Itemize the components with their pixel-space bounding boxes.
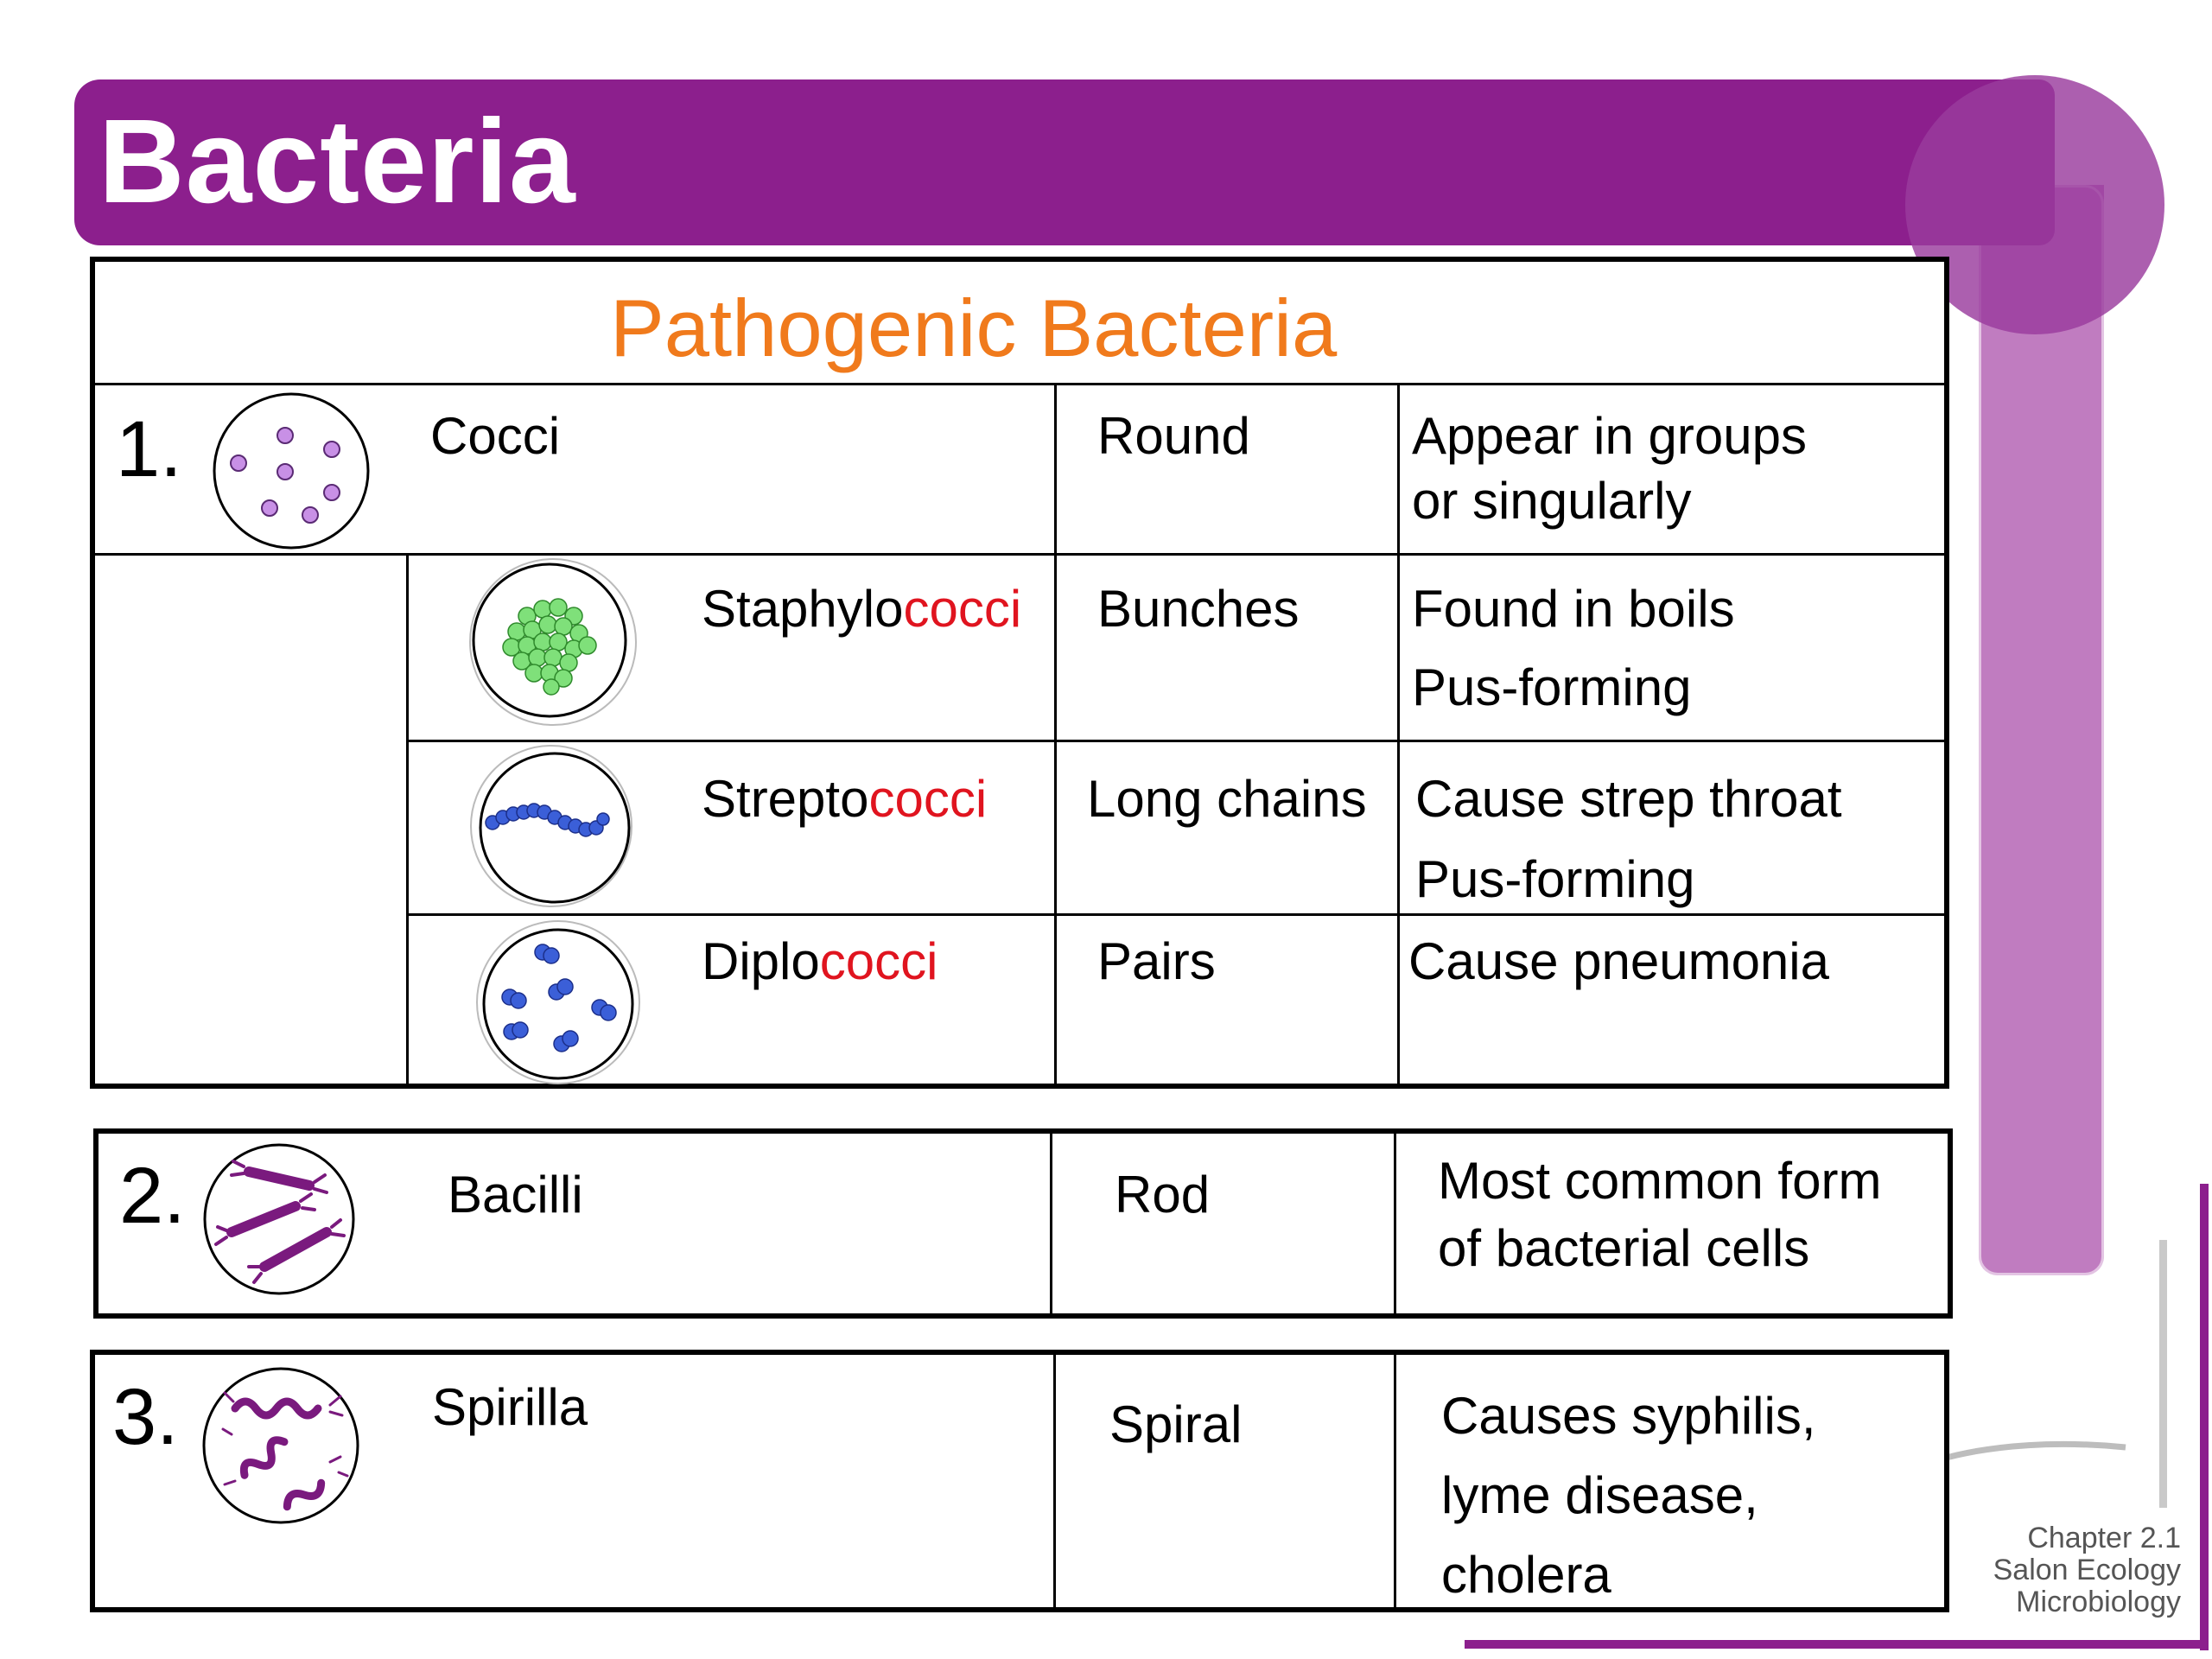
column-divider [1394,1131,1396,1316]
bacilli-icon [203,1143,355,1295]
bacteria-name: Staphylococci [702,580,1022,638]
row-number: 3. [112,1373,179,1461]
row-number: 1. [116,405,182,493]
column-divider [1394,1352,1396,1610]
row-divider [92,383,1947,385]
bacteria-description: Causes syphilis, [1441,1387,1816,1445]
spirilla-table [90,1350,1949,1612]
bacteria-description: lyme disease, [1441,1466,1758,1524]
streptococci-icon [470,745,632,907]
bacteria-shape: Long chains [1087,770,1367,828]
row-divider [408,913,1947,916]
column-divider [1397,383,1400,1086]
frame-line-vertical [2200,1184,2209,1650]
column-divider [1054,383,1057,1086]
frame-line-horizontal [1465,1640,2209,1649]
bacteria-shape: Bunches [1097,580,1300,638]
bacteria-description: of bacterial cells [1438,1219,1810,1277]
bacteria-description: cholera [1441,1546,1611,1604]
column-divider [1053,1352,1056,1610]
column-divider [406,553,409,1086]
slide-title: Bacteria [99,95,576,228]
row-number: 2. [119,1152,186,1240]
bacteria-shape: Rod [1115,1166,1211,1224]
diplococci-icon [476,920,640,1084]
bacteria-name: Streptococci [702,770,988,828]
footer-caption: Chapter 2.1 Salon Ecology Microbiology [1993,1522,2181,1618]
bacteria-description: Cause pneumonia [1408,932,1830,990]
decorative-side-bar [1979,185,2104,1275]
staphylococci-icon [469,558,637,726]
bacteria-description: Found in boils [1412,580,1735,638]
bacteria-description: Appear in groups [1412,407,1807,465]
table-heading: Pathogenic Bacteria [610,283,1338,373]
spirilla-icon [202,1367,359,1524]
bacteria-name: Cocci [430,407,561,465]
decorative-side-bar-outline [1979,185,2104,1275]
bacteria-description: Pus-forming [1412,658,1692,716]
row-divider [408,740,1947,742]
bacteria-name: Bacilli [448,1166,583,1224]
bacilli-table [93,1128,1953,1319]
cocci-table [90,257,1949,1089]
bacteria-description: Most common form [1438,1152,1882,1210]
bacteria-name: Spirilla [432,1378,588,1436]
column-divider [1050,1131,1052,1316]
bacteria-description: or singularly [1412,472,1692,530]
decorative-grey-line [2159,1240,2167,1508]
bacteria-description: Pus-forming [1415,850,1695,908]
cocci-icon [213,392,370,550]
row-divider [92,553,1947,556]
bacteria-shape: Spiral [1109,1395,1243,1453]
bacteria-description: Cause strep throat [1415,770,1842,828]
bacteria-name: Diplococci [702,932,938,990]
title-band [74,79,2055,245]
bacteria-shape: Pairs [1097,932,1216,990]
bacteria-shape: Round [1097,407,1250,465]
